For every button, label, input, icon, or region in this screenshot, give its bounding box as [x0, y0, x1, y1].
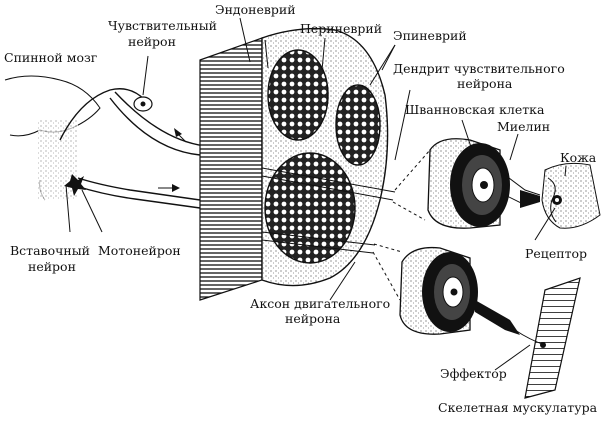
sensory-neuron-fiber: [59, 88, 206, 156]
labels: Чувствительный нейрон Спинной мозг Эндон…: [4, 2, 598, 415]
spinal-cord-outline: [4, 75, 101, 201]
label-sensory-neuron-2: нейрон: [128, 34, 176, 49]
label-myelin: Миелин: [497, 119, 550, 134]
label-receptor: Рецептор: [525, 246, 587, 261]
schwann-cell-magnified: [427, 138, 541, 229]
label-motor-axon-2: нейрона: [285, 311, 341, 326]
nerve-cross-section: [199, 27, 389, 301]
fascicle-upper: [267, 49, 329, 141]
leader-lines: [65, 17, 567, 371]
label-effector: Эффектор: [440, 366, 507, 381]
fascicle-right: [335, 84, 381, 166]
label-sensory-dendrite-1: Дендрит чувствительного: [393, 61, 565, 76]
label-sensory-dendrite-2: нейрона: [457, 76, 513, 91]
label-motor-axon-1: Аксон двигательного: [250, 296, 390, 311]
label-skeletal-muscle: Скелетная мускулатура: [438, 400, 598, 415]
motor-fiber-magnified: [399, 246, 520, 335]
label-motoneuron: Мотонейрон: [98, 243, 181, 258]
label-interneuron-2: нейрон: [28, 259, 76, 274]
protruding-fibers: [261, 167, 396, 254]
label-endoneurium: Эндоневрий: [215, 2, 296, 17]
label-sensory-neuron-1: Чувствительный: [108, 18, 217, 33]
impulse-arrows: [158, 128, 187, 192]
skin-patch: [541, 162, 601, 229]
fascicle-lower: [264, 152, 356, 264]
label-epineurium: Эпиневрий: [393, 28, 467, 43]
label-spinal-cord: Спинной мозг: [4, 50, 97, 65]
skeletal-muscle-strip: [514, 277, 581, 399]
label-interneuron-1: Вставочный: [10, 243, 90, 258]
label-skin: Кожа: [560, 150, 597, 165]
zoom-connectors: [372, 149, 431, 301]
motoneuron-fiber: [64, 174, 201, 209]
label-schwann-cell: Шванновская клетка: [405, 102, 545, 117]
motoneuron-body: [64, 174, 86, 196]
label-perineurium: Периневрий: [300, 21, 382, 36]
